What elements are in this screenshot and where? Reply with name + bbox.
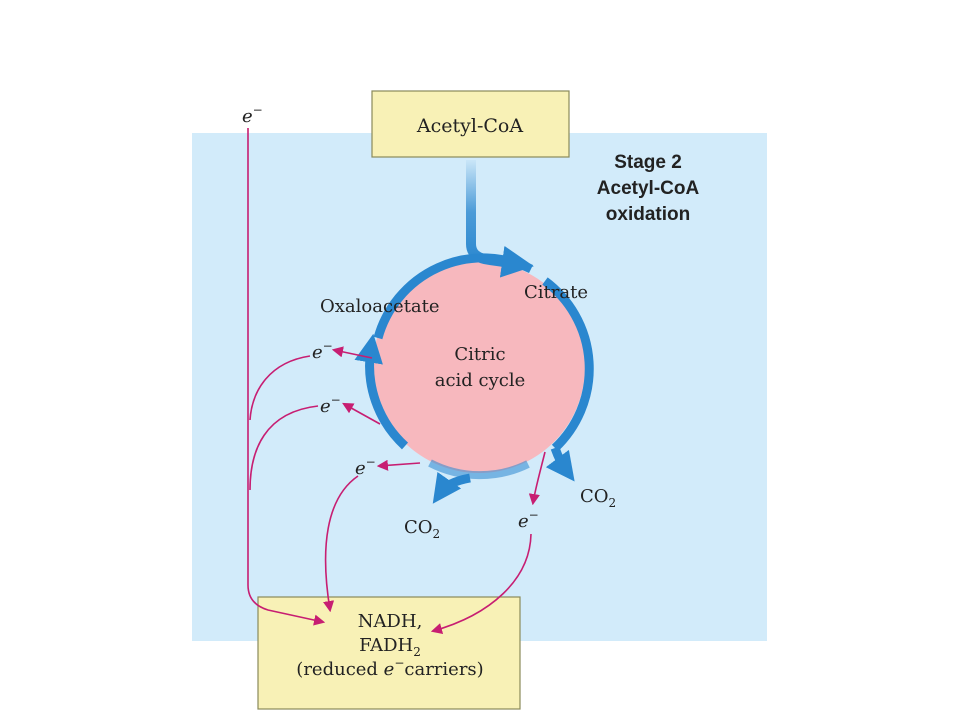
svg-text:e−: e− xyxy=(242,103,263,127)
carriers-box xyxy=(257,596,521,710)
electron-3-e: e xyxy=(355,458,366,479)
electron-top-charge: − xyxy=(253,103,263,117)
fadh-sub: 2 xyxy=(413,645,421,659)
electron-arrow-1-return xyxy=(249,355,311,421)
electron-1-charge: − xyxy=(323,339,333,353)
co2-arrow-left xyxy=(432,471,471,504)
electron-top-e: e xyxy=(242,106,253,127)
electron-arrow-2-emit xyxy=(342,402,381,425)
co2-left-sub: 2 xyxy=(433,527,441,541)
electron-arrow-3-emit xyxy=(376,459,421,471)
stage-title-line1: Stage 2 xyxy=(614,152,682,173)
co2-label-right: CO2 xyxy=(580,486,616,510)
acetyl-coa-box xyxy=(371,90,570,158)
co2-arrow-right xyxy=(545,446,575,482)
fadh-main: FADH xyxy=(359,635,413,656)
svg-text:e−: e− xyxy=(312,339,333,363)
cycle-ring-bottom xyxy=(428,459,530,480)
electron-arrow-4-emit xyxy=(528,451,546,506)
electron-arrow-main-line xyxy=(247,128,326,626)
electron-3: e− xyxy=(355,455,376,479)
citrate-label: Citrate xyxy=(524,282,588,303)
electron-arrow-3-return xyxy=(323,475,359,613)
cycle-ring-left xyxy=(354,333,409,450)
oxaloacetate-label: Oxaloacetate xyxy=(320,296,440,317)
electron-arrow-4-return xyxy=(430,533,532,634)
carriers-line1: NADH, xyxy=(358,611,423,632)
carriers-line3-close: carriers) xyxy=(404,659,483,680)
svg-text:e−: e− xyxy=(355,455,376,479)
electron-1-e: e xyxy=(312,342,323,363)
electron-3-charge: − xyxy=(366,455,376,469)
co2-left-main: CO xyxy=(404,517,433,538)
electron-arrow-2-return xyxy=(249,405,319,491)
carriers-line2: FADH2 xyxy=(359,635,421,659)
cycle-ring-right xyxy=(542,277,594,452)
svg-text:e−: e− xyxy=(320,393,341,417)
carriers-line3-open: (reduced xyxy=(296,659,383,680)
electron-4-e: e xyxy=(518,511,529,532)
cycle-label-line2: acid cycle xyxy=(435,370,526,391)
carriers-line3: (reduced e−carriers) xyxy=(296,656,483,680)
carriers-line3-charge: − xyxy=(394,656,404,670)
co2-label-left: CO2 xyxy=(404,517,440,541)
acetyl-coa-entry-arrow xyxy=(466,160,534,278)
electron-2-charge: − xyxy=(331,393,341,407)
co2-right-sub: 2 xyxy=(609,496,617,510)
carriers-line3-e: e xyxy=(384,659,395,680)
svg-text:e−: e− xyxy=(518,508,539,532)
stage-title-line2: Acetyl-CoA xyxy=(597,178,700,199)
electron-2: e− xyxy=(320,393,341,417)
cycle-circle xyxy=(373,261,585,473)
co2-right-main: CO xyxy=(580,486,609,507)
electron-1: e− xyxy=(312,339,333,363)
electron-4-charge: − xyxy=(529,508,539,522)
electron-top: e− xyxy=(242,103,263,127)
electron-arrow-1-emit xyxy=(331,346,373,359)
cycle-label-line1: Citric xyxy=(454,344,505,365)
stage-title-line3: oxidation xyxy=(606,204,690,225)
acetyl-coa-label: Acetyl-CoA xyxy=(416,115,523,137)
electron-arrows xyxy=(247,128,546,634)
electron-4: e− xyxy=(518,508,539,532)
electron-2-e: e xyxy=(320,396,331,417)
